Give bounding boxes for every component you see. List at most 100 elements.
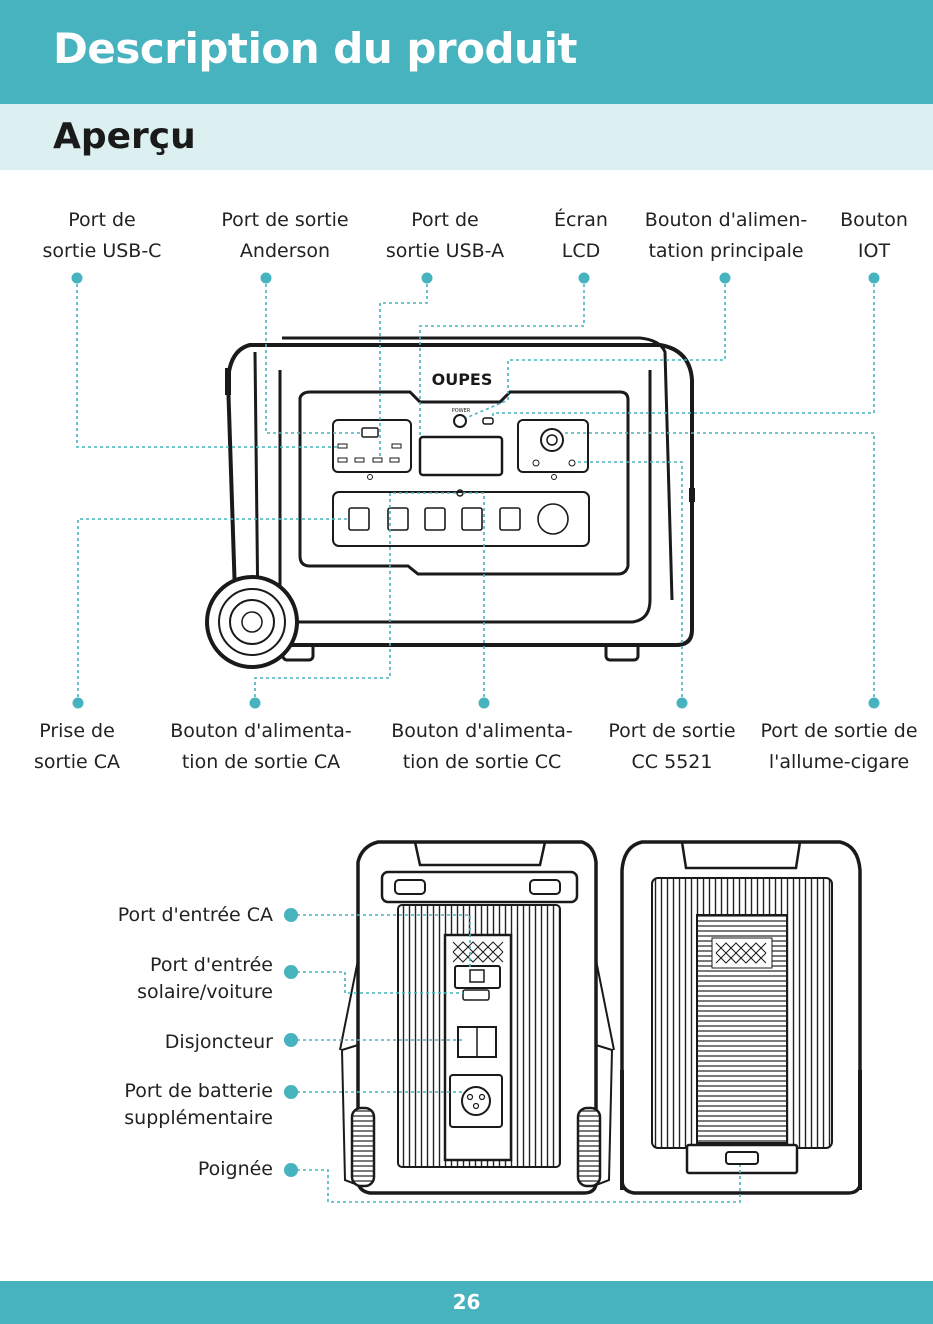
label-usb-a-output: Port de sortie USB-A [385,209,505,262]
rear-device [339,840,615,1195]
lcd-screen [418,435,504,477]
dot [260,272,272,284]
rear-vent [452,941,504,963]
dot [71,272,83,284]
rear-solar-input-port [462,989,490,1001]
rear-leader-dots [284,908,298,1177]
label-ac-outlet: Prise de sortie CA [33,720,121,773]
dc-power-button[interactable] [551,474,557,480]
leader-dc-power [463,492,485,703]
label-anderson-output: Port de sortie Anderson [221,209,349,262]
dot [284,1033,298,1047]
leader-ac-outlet [77,518,349,703]
label-dc5521-output: Port de sortie CC 5521 [608,720,736,773]
usb-a-port [389,457,400,463]
rear-battery-port-block [449,1074,503,1128]
rear-wheel-right [576,1106,602,1188]
usb-a-port [337,457,348,463]
dot [249,697,261,709]
rear-top-handle [413,841,547,867]
section-title: Aperçu [53,116,196,157]
leader-iot [492,278,875,418]
page-header: Description du produit [0,0,933,104]
page-number: 26 [452,1290,481,1314]
dot [284,908,298,922]
label-ac-power-button: Bouton d'alimenta- tion de sortie CA [170,720,352,773]
page-footer: 26 [0,1281,933,1324]
ac-outlets [348,503,569,535]
leader-usb-a [379,278,428,458]
rear-battery-port [461,1086,491,1116]
dot [578,272,590,284]
ac-outlet-round [537,503,569,535]
ac-outlet [348,507,370,531]
dot [719,272,731,284]
front-leader-dots [71,272,880,709]
back-vent [711,937,773,969]
rear-top-grip [380,870,579,904]
front-wheel [205,575,299,669]
dot [676,697,688,709]
label-battery-expansion-port: Port de batterie supplémentaire [124,1080,273,1129]
dc-port-block [517,419,589,473]
leader-main-power [465,278,726,419]
back-top-handle [680,841,802,870]
label-ac-input: Port d'entrée CA [117,904,273,926]
ac-outlet [387,507,409,531]
label-lcd-screen: Écran LCD [554,209,608,262]
dot [478,697,490,709]
usb-a-port [354,457,365,463]
main-power-button[interactable] [453,414,467,428]
label-handle: Poignée [197,1158,273,1180]
dot [284,965,298,979]
rear-grip-right [529,879,561,895]
label-cigarette-output: Port de sortie de l'allume-cigare [760,720,918,773]
rear-grip-left [394,879,426,895]
front-wheel-rim [218,588,286,656]
back-handle[interactable] [725,1151,759,1165]
dot [421,272,433,284]
label-iot-button: Bouton IOT [840,209,908,262]
dot [868,697,880,709]
ac-outlet [424,507,446,531]
dc5521-port [532,459,540,467]
back-handle-recess [685,1143,799,1175]
control-panel [298,390,630,576]
cigarette-lighter-port [540,428,564,452]
front-leader-lines [76,278,875,703]
front-wheel-center [241,611,263,633]
back-device [620,840,862,1195]
rear-ac-input-inner [469,969,485,983]
label-solar-car-input: Port d'entrée solaire/voiture [137,954,273,1003]
front-top-edge [282,336,674,601]
front-wheel-hub [229,599,275,645]
label-circuit-breaker: Disjoncteur [164,1031,273,1053]
label-dc-power-button: Bouton d'alimenta- tion de sortie CC [391,720,573,773]
dot [868,272,880,284]
brand-logo: OUPES [432,370,493,389]
power-label: POWER [452,408,471,414]
leader-ac-power [254,492,457,703]
leader-lcd [419,278,585,437]
anderson-port [361,427,379,438]
dot [72,697,84,709]
leader-usb-c [76,278,338,448]
usb-c-port [391,443,402,449]
rear-leader-lines [291,914,741,1203]
ac-outlet [499,507,521,531]
section-header: Aperçu [0,104,933,170]
leader-handle [291,1165,741,1203]
rear-ac-input-port [454,965,501,989]
iot-button[interactable] [482,417,494,425]
front-device: OUPES POWER [205,336,695,669]
ac-outlet [461,507,483,531]
label-usb-c-output: Port de sortie USB-C [42,209,162,262]
leader-dc5521 [576,461,683,703]
leader-cigarette [563,432,875,703]
page-title: Description du produit [53,24,577,73]
usb-port-block [332,419,412,473]
usb-c-port [337,443,348,449]
cigarette-lighter-inner [546,434,558,446]
label-main-power-button: Bouton d'alimen- tation principale [644,209,808,262]
